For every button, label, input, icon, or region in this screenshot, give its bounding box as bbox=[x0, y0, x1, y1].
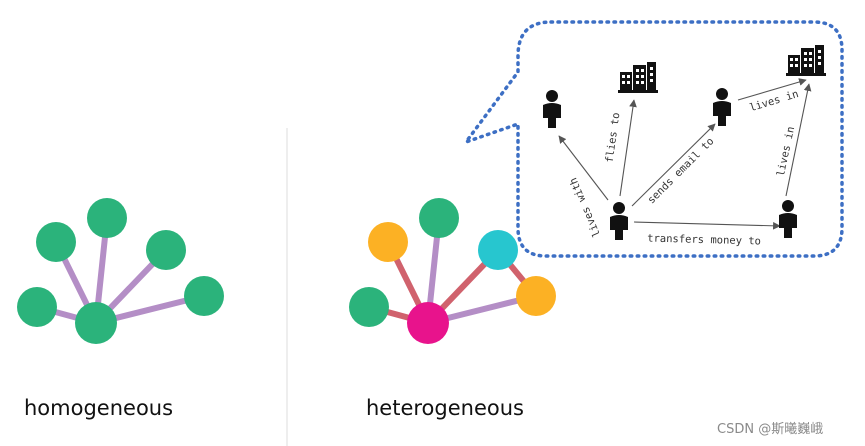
homogeneous-graph bbox=[17, 198, 224, 344]
building-icon bbox=[786, 45, 826, 76]
person-icon bbox=[779, 200, 797, 238]
label-flies-to: flies to bbox=[604, 112, 623, 164]
label-lives-with: lives with bbox=[567, 176, 603, 239]
homo-node bbox=[146, 230, 186, 270]
arrow-sends-email-to bbox=[631, 123, 716, 207]
homogeneous-nodes bbox=[17, 198, 224, 344]
hetero-node-orange bbox=[368, 222, 408, 262]
caption-homogeneous: homogeneous bbox=[24, 396, 174, 420]
homo-node bbox=[17, 287, 57, 327]
label-lives-in-right: lives in bbox=[775, 125, 797, 177]
hetero-node-cyan bbox=[478, 230, 518, 270]
heterogeneous-graph bbox=[349, 198, 556, 344]
label-lives-in-top: lives in bbox=[748, 88, 800, 114]
arrow-lives-with bbox=[558, 135, 609, 201]
hetero-node-green bbox=[349, 287, 389, 327]
arrow-transfers-money-to bbox=[633, 221, 781, 230]
relation-arrows bbox=[558, 78, 812, 230]
hetero-node-orange bbox=[516, 276, 556, 316]
person-icon bbox=[610, 202, 628, 240]
arrow-lives-in-right bbox=[785, 83, 812, 197]
homo-node-hub bbox=[75, 302, 117, 344]
hetero-node-green bbox=[419, 198, 459, 238]
person-icon bbox=[543, 90, 561, 128]
homo-node bbox=[87, 198, 127, 238]
label-sends-email-to: sends email to bbox=[645, 135, 716, 206]
heterogeneous-nodes bbox=[349, 198, 556, 344]
arrow-flies-to bbox=[619, 99, 637, 197]
callout-bubble bbox=[464, 20, 844, 258]
person-icon bbox=[713, 88, 731, 126]
hetero-node-magenta-hub bbox=[407, 302, 449, 344]
entity-icons bbox=[543, 45, 826, 240]
caption-heterogeneous: heterogeneous bbox=[366, 396, 524, 420]
homo-node bbox=[36, 222, 76, 262]
watermark: CSDN @斯曦巍峨 bbox=[717, 422, 824, 437]
arrow-lives-in-top bbox=[737, 78, 807, 101]
label-transfers-money-to: transfers money to bbox=[647, 233, 761, 248]
homo-node bbox=[184, 276, 224, 316]
building-icon bbox=[618, 62, 658, 93]
